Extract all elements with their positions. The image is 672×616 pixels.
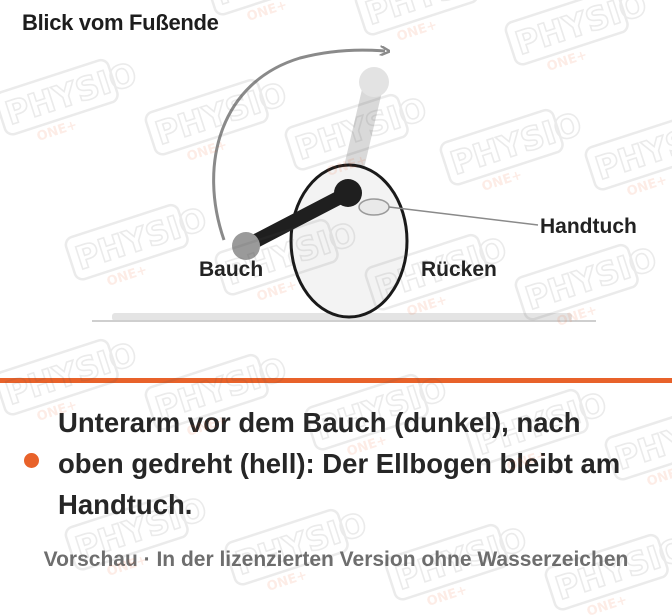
rotation-arrow — [212, 50, 385, 241]
section-divider — [0, 378, 672, 383]
label-belly: Bauch — [199, 258, 263, 281]
hand-front-of-belly — [232, 232, 260, 260]
label-back: Rücken — [421, 258, 497, 281]
towel-pointer-line — [388, 206, 539, 226]
caption: Unterarm vor dem Bauch (dunkel), nach ob… — [58, 407, 621, 520]
label-towel: Handtuch — [540, 215, 637, 238]
bullet-dot — [24, 453, 39, 468]
elbow — [334, 179, 362, 207]
towel — [358, 198, 390, 216]
preview-note: Vorschau · In der lizenzierten Version o… — [43, 548, 629, 571]
view-title: Blick vom Fußende — [22, 10, 219, 35]
forearm-front-of-belly — [239, 186, 355, 253]
hand-rotated-up — [359, 67, 389, 97]
